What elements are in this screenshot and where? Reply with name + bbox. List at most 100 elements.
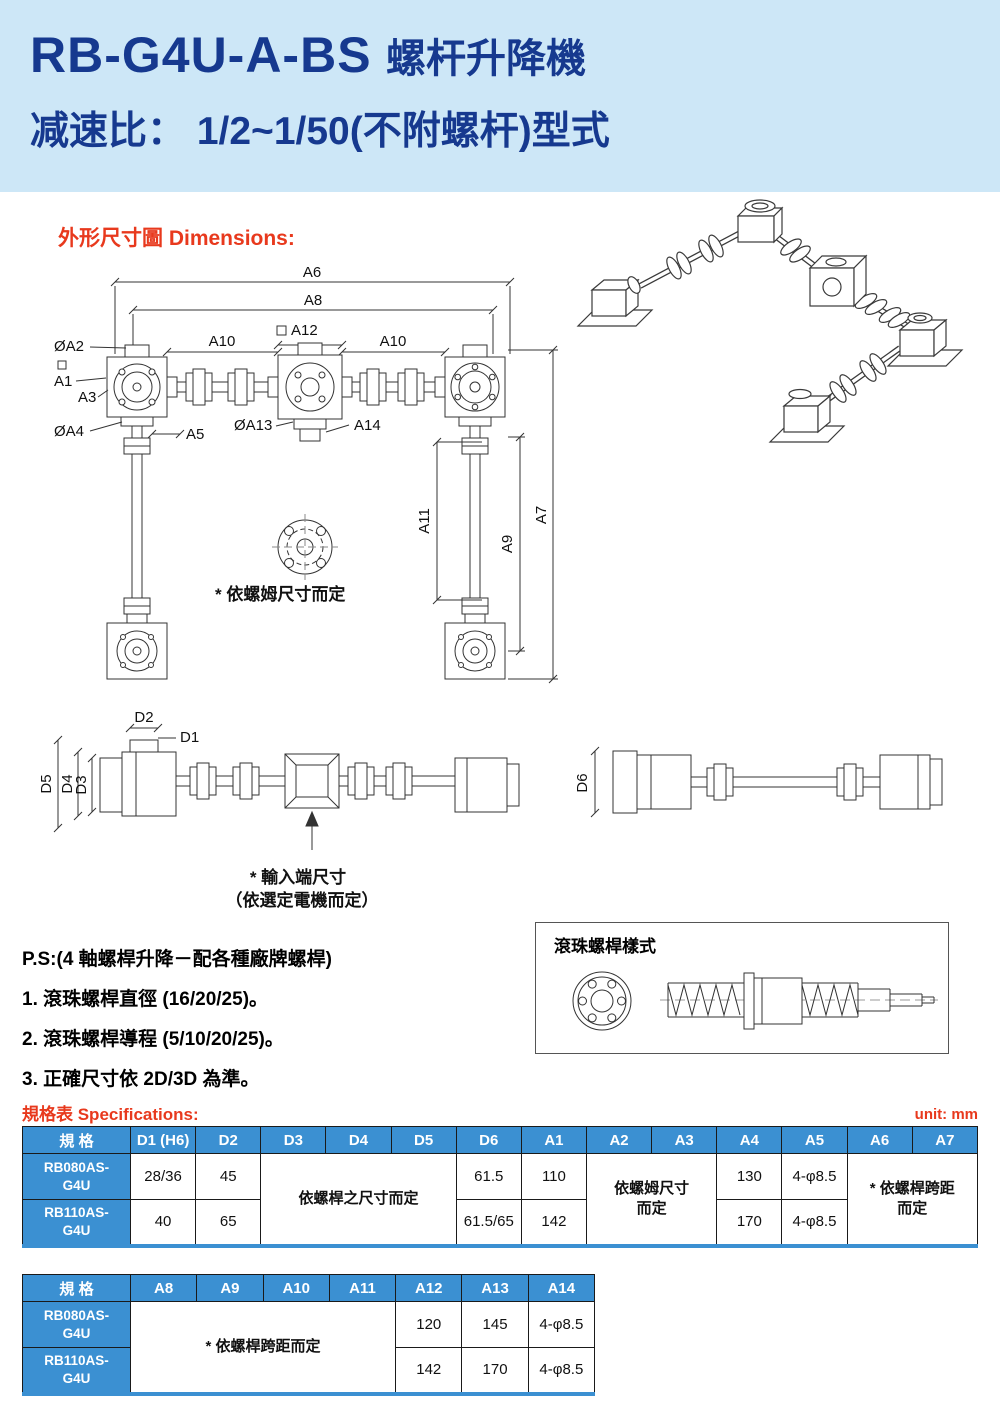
front-view-drawing: A6 A8 A10 A10 A12 ØA2 A1 A3 ØA4 A5 ØA13 … <box>54 264 558 684</box>
dim-label-d1: D1 <box>180 729 199 746</box>
dim-label-a5: A5 <box>186 426 204 443</box>
table2-row-rb110: RB110AS- G4U 142 170 4-φ8.5 <box>22 1347 596 1394</box>
center-gearbox <box>267 342 353 442</box>
right-screw-assembly <box>444 426 506 680</box>
table1-row-rb110: RB110AS- G4U 40 65 61.5/65 142 170 4-φ8.… <box>22 1199 978 1246</box>
dim-label-a4: ØA4 <box>54 423 84 440</box>
isometric-view-drawing <box>576 199 964 443</box>
side1-dims <box>53 723 176 833</box>
model-cell: RB080AS- G4U <box>22 1153 131 1200</box>
cell-a13: 170 <box>461 1347 529 1394</box>
ps-notes: P.S:(4 軸螺桿升降－配各種廠牌螺桿) 1. 滾珠螺桿直徑 (16/20/2… <box>22 944 522 1104</box>
cell-a5: 4-φ8.5 <box>781 1199 848 1246</box>
model-cell: RB110AS- G4U <box>22 1347 131 1394</box>
page-header: RB-G4U-A-BS 螺杆升降機 减速比： 1/2~1/50(不附螺杆)型式 <box>0 0 1000 192</box>
cell-a5: 4-φ8.5 <box>781 1153 848 1200</box>
ballscrew-flange <box>572 971 632 1031</box>
spec-table-secondary: 規 格 A8 A9 A10 A11 A12 A13 A14 RB080AS- G… <box>22 1274 596 1396</box>
ballscrew-sample-box: 滾珠螺桿樣式 <box>535 922 949 1054</box>
col-header-a3: A3 <box>651 1126 718 1154</box>
cell-a1: 110 <box>520 1153 587 1200</box>
table2-header-row: 規 格 A8 A9 A10 A11 A12 A13 A14 <box>22 1274 596 1302</box>
right-gearbox <box>434 344 506 427</box>
col-header-d3: D3 <box>260 1126 327 1154</box>
col-header-a6: A6 <box>846 1126 913 1154</box>
table1-header-row: 規 格 D1 (H6) D2 D3 D4 D5 D6 A1 A2 A3 A4 A… <box>22 1126 979 1154</box>
nut-size-note: * 依螺姆尺寸而定 <box>215 584 345 604</box>
model-cell: RB110AS- G4U <box>22 1199 131 1246</box>
table1-row-rb080: RB080AS- G4U 28/36 45 依螺桿之尺寸而定 61.5 110 … <box>22 1153 979 1246</box>
dim-label-a14: A14 <box>354 417 381 434</box>
col-header-a12: A12 <box>395 1274 463 1302</box>
side1-couplings <box>189 762 413 800</box>
cell-d3-d5-note: 依螺桿之尺寸而定 <box>260 1153 457 1246</box>
col-header-d6: D6 <box>455 1126 522 1154</box>
input-size-note-line2: （依選定電機而定） <box>226 890 379 910</box>
side1-right-gearbox <box>454 757 520 813</box>
col-header-a2: A2 <box>585 1126 653 1154</box>
col-header-a13: A13 <box>461 1274 529 1302</box>
cell-a12: 142 <box>395 1347 463 1394</box>
cell-a6-a7-note: * 依螺桿跨距 而定 <box>846 1153 979 1246</box>
dim-label-a7: A7 <box>533 506 550 524</box>
page-subtitle: 减速比： 1/2~1/50(不附螺杆)型式 <box>30 110 610 153</box>
col-header-a14: A14 <box>527 1274 596 1302</box>
side1-input-gearbox <box>284 753 340 809</box>
model-cell: RB080AS- G4U <box>22 1301 131 1348</box>
cell-d2: 45 <box>195 1153 262 1200</box>
dim-label-d2: D2 <box>134 709 153 726</box>
iso-bottom-gearbox <box>768 388 846 443</box>
col-header-d5: D5 <box>390 1126 457 1154</box>
cell-d6: 61.5 <box>455 1153 522 1200</box>
ballscrew-shaft <box>660 972 938 1030</box>
dim-a6 <box>110 277 515 354</box>
col-header-d2: D2 <box>195 1126 262 1154</box>
cell-a12: 120 <box>395 1301 463 1348</box>
model-name: RB-G4U-A-BS <box>30 27 372 83</box>
left-screw-assembly <box>106 426 168 680</box>
left-leaders <box>57 346 350 439</box>
cell-a14: 4-φ8.5 <box>527 1301 596 1348</box>
left-gearbox <box>106 344 178 427</box>
cell-a13: 145 <box>461 1301 529 1348</box>
iso-left-gearbox <box>576 276 654 327</box>
ps-heading: P.S:(4 軸螺桿升降－配各種廠牌螺桿) <box>22 949 333 970</box>
cell-a4: 170 <box>716 1199 783 1246</box>
col-header-a4: A4 <box>716 1126 783 1154</box>
ps-item-1: 1. 滾珠螺桿直徑 (16/20/25)。 <box>22 989 269 1010</box>
dim-label-a2: ØA2 <box>54 338 84 355</box>
col-header-a1: A1 <box>520 1126 587 1154</box>
iso-center-gearbox <box>808 254 868 308</box>
cell-d1: 40 <box>129 1199 197 1246</box>
dim-label-a11: A11 <box>416 508 433 534</box>
col-header-a7: A7 <box>911 1126 979 1154</box>
col-header-model: 規 格 <box>22 1126 131 1154</box>
ps-item-3: 3. 正確尺寸依 2D/3D 為準。 <box>22 1069 260 1090</box>
col-header-a10: A10 <box>262 1274 330 1302</box>
cell-a8-a11-note: * 依螺桿跨距而定 <box>129 1301 397 1394</box>
dim-label-d4: D4 <box>59 774 76 793</box>
ps-item-2: 2. 滾珠螺桿導程 (5/10/20/25)。 <box>22 1029 284 1050</box>
cell-d6: 61.5/65 <box>455 1199 522 1246</box>
specs-section-label: 規格表 Specifications: <box>22 1105 199 1124</box>
dim-a10-left <box>162 347 283 357</box>
ballscrew-drawing <box>572 971 938 1031</box>
dim-label-a10-right: A10 <box>380 333 407 350</box>
cell-a4: 130 <box>716 1153 783 1200</box>
side2-left-gearbox <box>612 750 692 814</box>
iso-couplings <box>666 234 911 403</box>
dim-label-a6: A6 <box>303 264 321 281</box>
dim-label-a9: A9 <box>499 535 516 553</box>
ballscrew-box-title: 滾珠螺桿樣式 <box>554 937 656 956</box>
dim-a11 <box>432 437 482 605</box>
cell-a2-a3-note: 依螺姆尺寸 而定 <box>585 1153 718 1246</box>
dim-a9 <box>508 432 525 656</box>
col-header-a11: A11 <box>328 1274 397 1302</box>
dim-label-a12: A12 <box>291 322 318 339</box>
product-name: 螺杆升降機 <box>386 37 586 81</box>
col-header-a9: A9 <box>196 1274 264 1302</box>
col-header-d4: D4 <box>325 1126 392 1154</box>
right-shaft-span <box>352 368 435 406</box>
dim-label-d6: D6 <box>574 773 591 792</box>
